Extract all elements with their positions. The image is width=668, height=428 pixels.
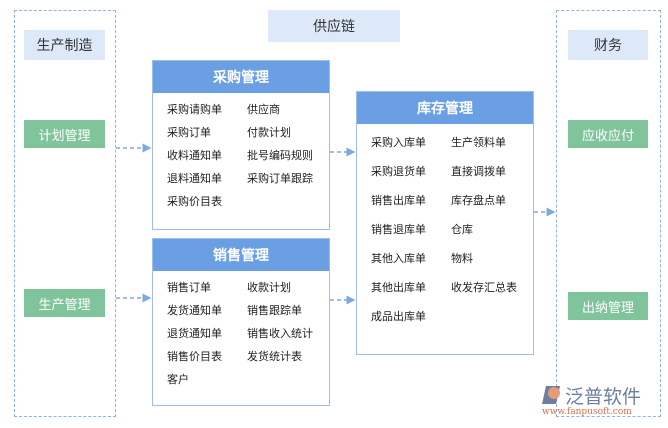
sales-item[interactable]: 销售收入统计 — [247, 327, 313, 340]
inventory-item[interactable]: 采购退货单 — [371, 165, 426, 178]
inventory-item[interactable]: 采购入库单 — [371, 136, 426, 149]
purchase-module: 采购管理 采购请购单 供应商采购订单 付款计划收料通知单 批号编码规则退料通知单 采购订… — [152, 60, 330, 230]
logo-name: 泛普软件 — [565, 386, 642, 408]
finance-group — [556, 10, 661, 417]
sales-item[interactable]: 发货统计表 — [247, 350, 302, 363]
purchase-item[interactable]: 退料通知单 — [167, 172, 222, 185]
inventory-item[interactable]: 物料 — [451, 252, 473, 265]
purchase-item[interactable]: 付款计划 — [247, 126, 291, 139]
inventory-module: 库存管理 采购入库单 生产领料单采购退货单 直接调拨单销售出库单 库存盘点单销售退库单… — [356, 91, 534, 355]
receivable-payable[interactable]: 应收应付 — [568, 120, 648, 148]
purchase-item[interactable]: 采购请购单 — [167, 103, 222, 116]
sales-item[interactable]: 收款计划 — [247, 281, 291, 294]
inventory-item[interactable]: 仓库 — [451, 223, 473, 236]
sales-item[interactable]: 销售价目表 — [167, 350, 222, 363]
supply-chain-header: 供应链 — [268, 10, 400, 42]
inventory-item[interactable]: 销售出库单 — [371, 194, 426, 207]
sales-title: 销售管理 — [153, 239, 329, 271]
sales-item[interactable]: 退货通知单 — [167, 327, 222, 340]
purchase-item[interactable]: 采购订单 — [167, 126, 211, 139]
purchase-title: 采购管理 — [153, 61, 329, 93]
inventory-item[interactable]: 成品出库单 — [371, 310, 426, 323]
purchase-item[interactable]: 批号编码规则 — [247, 149, 313, 162]
sales-item[interactable]: 销售跟踪单 — [247, 304, 302, 317]
purchase-item[interactable]: 收料通知单 — [167, 149, 222, 162]
inventory-item[interactable]: 收发存汇总表 — [451, 281, 517, 294]
purchase-item[interactable]: 采购订单跟踪 — [247, 172, 313, 185]
production-title: 生产制造 — [24, 30, 105, 60]
production-group — [14, 10, 116, 417]
sales-module: 销售管理 销售订单 收款计划发货通知单 销售跟踪单退货通知单 销售收入统计销售价目表 发… — [152, 238, 330, 406]
inventory-item[interactable]: 生产领料单 — [451, 136, 506, 149]
inventory-title: 库存管理 — [357, 92, 533, 124]
plan-management[interactable]: 计划管理 — [24, 120, 105, 148]
production-management[interactable]: 生产管理 — [24, 289, 105, 317]
inventory-item[interactable]: 其他入库单 — [371, 252, 426, 265]
logo-url: www.fanpusoft.com — [542, 407, 632, 417]
sales-item[interactable]: 客户 — [167, 373, 189, 386]
inventory-item[interactable]: 其他出库单 — [371, 281, 426, 294]
finance-title: 财务 — [568, 30, 648, 60]
purchase-item[interactable]: 供应商 — [247, 103, 280, 116]
cashier-management[interactable]: 出纳管理 — [568, 292, 648, 320]
logo: 泛普软件 www.fanpusoft.com — [540, 382, 665, 422]
inventory-item[interactable]: 销售退库单 — [371, 223, 426, 236]
inventory-item[interactable]: 库存盘点单 — [451, 194, 506, 207]
sales-item[interactable]: 发货通知单 — [167, 304, 222, 317]
sales-item[interactable]: 销售订单 — [167, 281, 211, 294]
purchase-item[interactable]: 采购价目表 — [167, 195, 222, 208]
logo-mark-icon — [542, 386, 560, 404]
inventory-item[interactable]: 直接调拨单 — [451, 165, 506, 178]
